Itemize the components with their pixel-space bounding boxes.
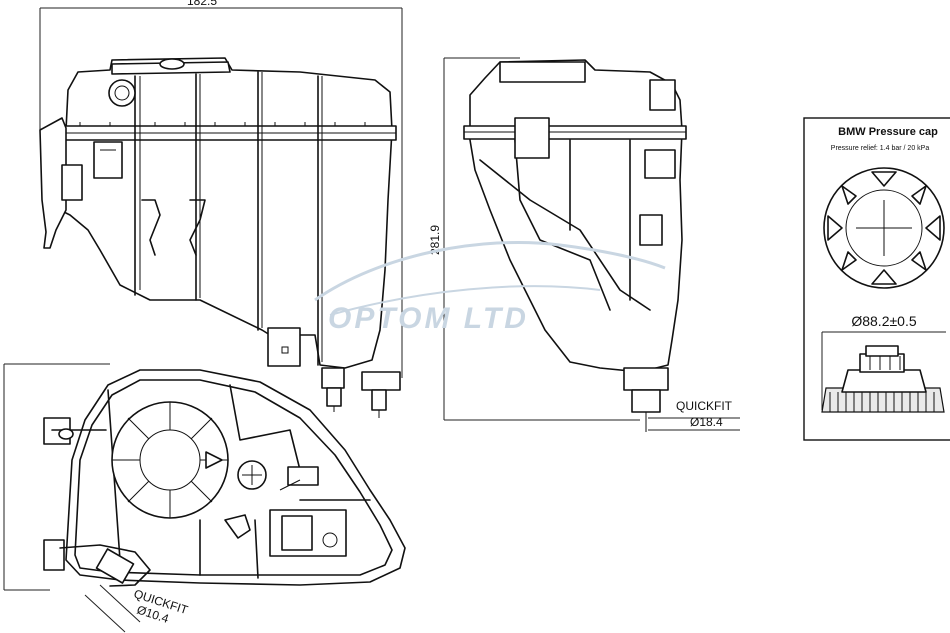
watermark: OPTOM LTD xyxy=(314,240,666,335)
cap-diameter-dimension: Ø88.2±0.5 xyxy=(851,313,916,329)
side-view-tank: 281.9 QUICKFIT Ø18.4 xyxy=(428,57,740,432)
cap-panel-title: BMW Pressure cap xyxy=(838,126,938,138)
watermark-text: OPTOM LTD xyxy=(328,302,529,335)
quickfit-right-size: Ø18.4 xyxy=(690,415,723,429)
front-view-tank: 182.5 xyxy=(39,0,403,418)
height-dimension: 281.9 xyxy=(428,225,442,255)
pressure-cap-panel: BMW Pressure cap Pressure relief: 1.4 ba… xyxy=(803,117,950,441)
quickfit-right-label: QUICKFIT xyxy=(676,399,733,413)
top-view-tank: QUICKFIT Ø10.4 xyxy=(3,363,406,633)
top-width-dimension: 182.5 xyxy=(187,0,217,8)
cap-panel-subtitle: Pressure relief: 1.4 bar / 20 kPa xyxy=(831,145,930,152)
